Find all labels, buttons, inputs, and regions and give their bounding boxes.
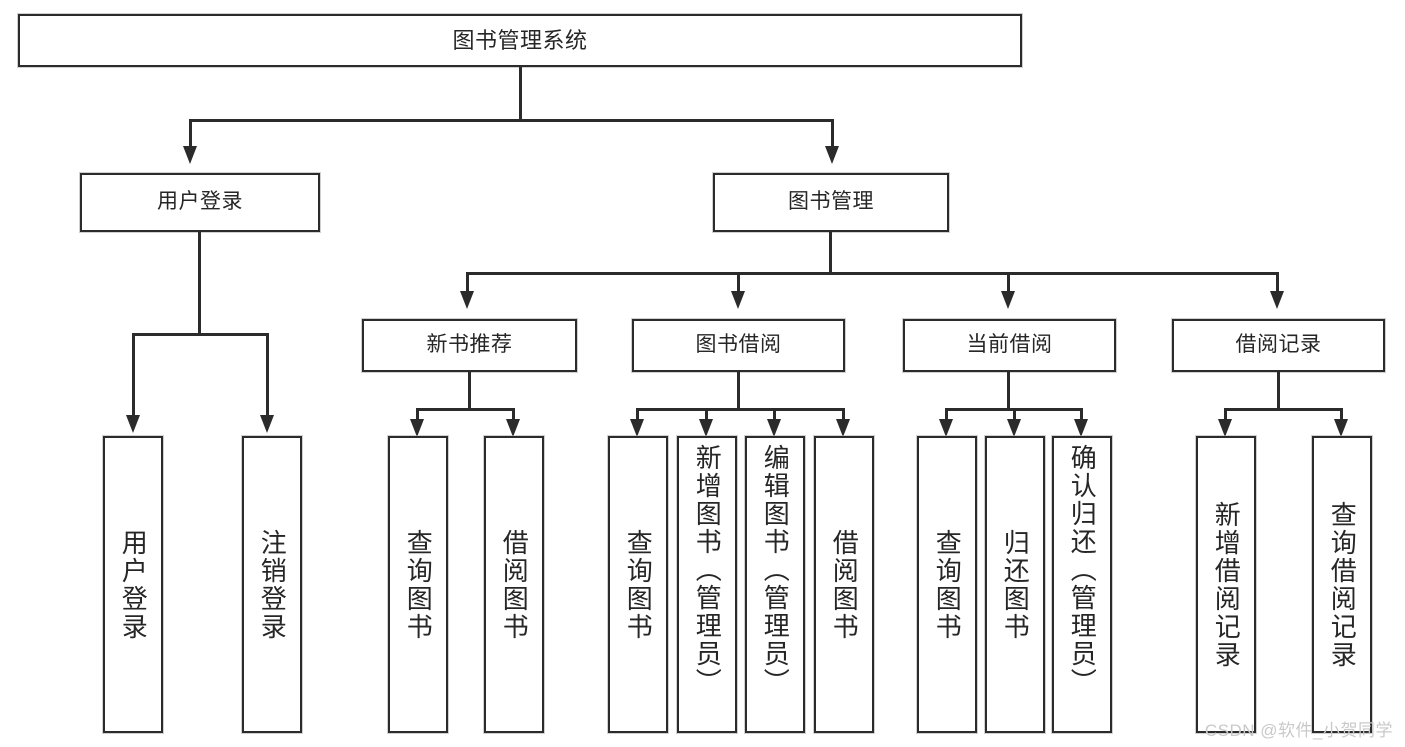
leaf-新书推荐-查询图书[interactable]: 查询图书 bbox=[388, 436, 448, 733]
node-label: 归还图书 bbox=[1000, 528, 1031, 641]
node-label: 注销登录 bbox=[257, 528, 288, 641]
connector-图书借阅-drop-4 bbox=[842, 408, 845, 420]
connector-图书管理-bus bbox=[466, 272, 1279, 275]
arrowhead-to-当前借阅-leaf-2 bbox=[1007, 419, 1021, 437]
leaf-新书推荐-借阅图书[interactable]: 借阅图书 bbox=[484, 436, 544, 733]
connector-用户登录-bus bbox=[132, 333, 269, 336]
connector-借阅记录-drop-1 bbox=[1224, 408, 1227, 420]
arrowhead-to-图书借阅-leaf-1 bbox=[630, 419, 644, 437]
connector-root-drop-left bbox=[189, 119, 192, 147]
leaf-图书借阅-新增图书-管理员[interactable]: 新增图书（管理员） bbox=[677, 436, 737, 733]
node-label: 用户登录 bbox=[157, 190, 243, 214]
node-label: 确认归还（管理员） bbox=[1067, 444, 1098, 696]
arrowhead-to-新书推荐-leaf-1 bbox=[410, 419, 424, 437]
arrowhead-to-图书借阅-leaf-2 bbox=[699, 419, 713, 437]
connector-图书借阅-bus bbox=[636, 408, 845, 411]
node-label: 新增借阅记录 bbox=[1211, 500, 1242, 669]
arrowhead-to-当前借阅 bbox=[1001, 291, 1015, 309]
node-label: 图书管理系统 bbox=[452, 27, 588, 53]
connector-用户登录-drop-1 bbox=[132, 333, 135, 416]
arrowhead-to-用户登录-leaf-1 bbox=[126, 415, 140, 433]
arrowhead-to-新书推荐 bbox=[460, 291, 474, 309]
arrowhead-to-借阅记录 bbox=[1270, 291, 1284, 309]
arrowhead-to-用户登录-leaf-2 bbox=[260, 415, 274, 433]
node-label: 图书管理 bbox=[788, 190, 874, 214]
connector-用户登录-stem bbox=[198, 232, 201, 333]
node-label: 查询图书 bbox=[403, 528, 434, 641]
node-label: 借阅图书 bbox=[829, 528, 860, 641]
csdn-watermark: CSDN @软件_小贺同学 bbox=[1204, 721, 1393, 740]
connector-图书借阅-stem bbox=[737, 372, 740, 408]
node-label: 编辑图书（管理员） bbox=[760, 444, 791, 696]
connector-当前借阅-drop-3 bbox=[1080, 408, 1083, 420]
arrowhead-to-新书推荐-leaf-2 bbox=[506, 419, 520, 437]
arrowhead-to-图书借阅-leaf-4 bbox=[836, 419, 850, 437]
connector-图书管理-drop-4 bbox=[1276, 272, 1279, 292]
connector-root-bus bbox=[189, 119, 834, 122]
connector-当前借阅-drop-2 bbox=[1013, 408, 1016, 420]
arrowhead-to-用户登录 bbox=[183, 146, 197, 164]
connector-新书推荐-bus bbox=[416, 408, 515, 411]
connector-root-drop-right bbox=[831, 119, 834, 147]
node-图书管理[interactable]: 图书管理 bbox=[713, 173, 949, 232]
connector-借阅记录-bus bbox=[1224, 408, 1343, 411]
arrowhead-to-图书借阅 bbox=[731, 291, 745, 309]
arrowhead-to-借阅记录-leaf-2 bbox=[1334, 419, 1348, 437]
connector-图书管理-drop-3 bbox=[1007, 272, 1010, 292]
leaf-图书借阅-借阅图书[interactable]: 借阅图书 bbox=[814, 436, 874, 733]
node-label: 当前借阅 bbox=[966, 333, 1053, 357]
node-用户登录[interactable]: 用户登录 bbox=[80, 173, 320, 232]
arrowhead-to-当前借阅-leaf-3 bbox=[1074, 419, 1088, 437]
node-label: 查询借阅记录 bbox=[1327, 500, 1358, 669]
node-label: 新增图书（管理员） bbox=[692, 444, 723, 696]
node-图书借阅[interactable]: 图书借阅 bbox=[632, 319, 845, 372]
leaf-图书借阅-查询图书[interactable]: 查询图书 bbox=[608, 436, 668, 733]
node-借阅记录[interactable]: 借阅记录 bbox=[1172, 319, 1385, 372]
node-label: 借阅记录 bbox=[1235, 333, 1322, 357]
connector-当前借阅-drop-1 bbox=[945, 408, 948, 420]
arrowhead-to-当前借阅-leaf-1 bbox=[939, 419, 953, 437]
connector-图书管理-drop-1 bbox=[466, 272, 469, 292]
node-label: 查询图书 bbox=[623, 528, 654, 641]
leaf-借阅记录-查询借阅记录[interactable]: 查询借阅记录 bbox=[1312, 436, 1372, 733]
connector-图书管理-drop-2 bbox=[737, 272, 740, 292]
connector-借阅记录-drop-2 bbox=[1340, 408, 1343, 420]
connector-root-stem bbox=[519, 67, 522, 119]
leaf-当前借阅-查询图书[interactable]: 查询图书 bbox=[917, 436, 977, 733]
leaf-图书借阅-编辑图书-管理员[interactable]: 编辑图书（管理员） bbox=[745, 436, 805, 733]
connector-新书推荐-drop-1 bbox=[416, 408, 419, 420]
connector-借阅记录-stem bbox=[1277, 372, 1280, 408]
node-新书推荐[interactable]: 新书推荐 bbox=[362, 319, 577, 372]
leaf-注销登录[interactable]: 注销登录 bbox=[242, 436, 302, 733]
node-label: 查询图书 bbox=[932, 528, 963, 641]
leaf-用户登录[interactable]: 用户登录 bbox=[103, 436, 163, 733]
connector-图书借阅-drop-2 bbox=[705, 408, 708, 420]
leaf-当前借阅-确认归还-管理员[interactable]: 确认归还（管理员） bbox=[1052, 436, 1112, 733]
connector-当前借阅-stem bbox=[1007, 372, 1010, 408]
node-root-图书管理系统[interactable]: 图书管理系统 bbox=[18, 14, 1022, 67]
node-label: 借阅图书 bbox=[499, 528, 530, 641]
node-label: 新书推荐 bbox=[426, 333, 513, 357]
connector-图书借阅-drop-1 bbox=[636, 408, 639, 420]
connector-用户登录-drop-2 bbox=[266, 333, 269, 416]
arrowhead-to-借阅记录-leaf-1 bbox=[1218, 419, 1232, 437]
arrowhead-to-图书借阅-leaf-3 bbox=[767, 419, 781, 437]
leaf-当前借阅-归还图书[interactable]: 归还图书 bbox=[985, 436, 1045, 733]
arrowhead-to-图书管理 bbox=[825, 146, 839, 164]
connector-新书推荐-stem bbox=[468, 372, 471, 408]
leaf-借阅记录-新增借阅记录[interactable]: 新增借阅记录 bbox=[1196, 436, 1256, 733]
node-当前借阅[interactable]: 当前借阅 bbox=[903, 319, 1116, 372]
node-label: 图书借阅 bbox=[695, 333, 782, 357]
connector-图书借阅-drop-3 bbox=[773, 408, 776, 420]
connector-新书推荐-drop-2 bbox=[512, 408, 515, 420]
connector-图书管理-stem bbox=[829, 232, 832, 272]
node-label: 用户登录 bbox=[118, 528, 149, 641]
